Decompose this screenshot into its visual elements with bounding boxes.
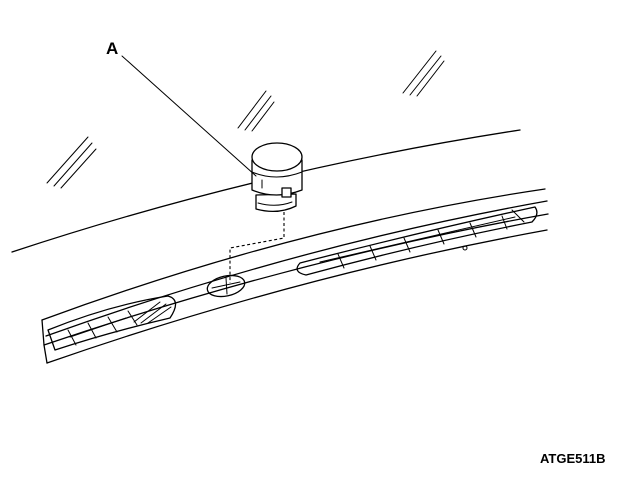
left-defroster-vent — [47, 295, 177, 351]
sensor-mounting-hole — [206, 274, 246, 298]
installation-guide-line — [229, 212, 285, 283]
dashboard-panel — [41, 188, 549, 364]
right-defroster-vent — [296, 206, 538, 276]
callout-leader-line — [121, 55, 257, 177]
sensor-component — [251, 142, 303, 213]
windshield-glare-marks — [46, 50, 445, 189]
callout-label-a: A — [106, 39, 118, 58]
figure-code: ATGE511B — [540, 451, 606, 466]
